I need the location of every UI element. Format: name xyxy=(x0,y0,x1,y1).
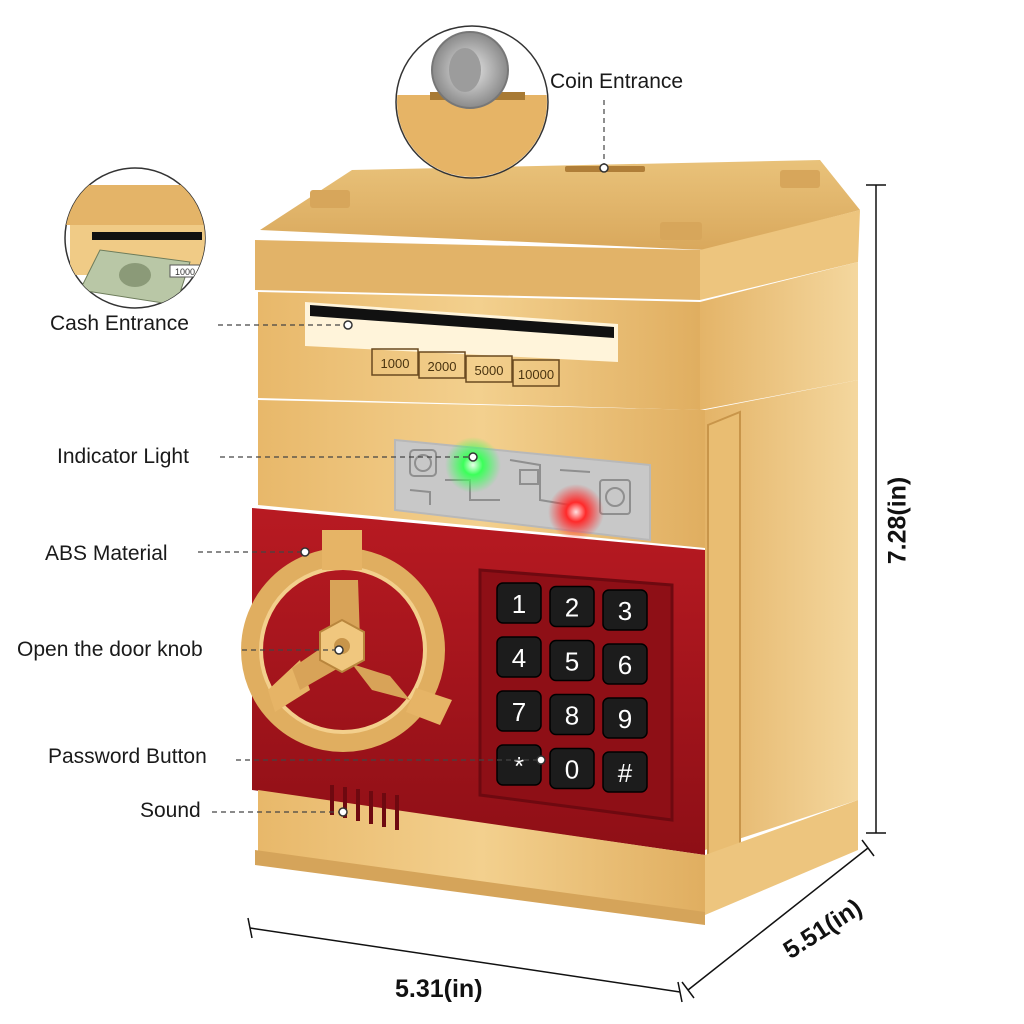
lid-stud xyxy=(660,222,702,240)
keypad-key-cap xyxy=(549,747,595,790)
keypad-key-cap xyxy=(602,697,648,739)
base-side xyxy=(705,800,858,915)
keypad-key-3[interactable]: 3 xyxy=(602,589,648,631)
keypad-key-star[interactable]: * xyxy=(496,744,542,786)
keypad-key-label: # xyxy=(618,758,633,788)
keypad-key-label: 6 xyxy=(618,650,632,680)
keypad-key-cap xyxy=(602,643,648,685)
green-led xyxy=(445,437,501,493)
middle-side xyxy=(705,380,858,850)
lid-stud xyxy=(310,190,350,208)
indicator-light-label: Indicator Light xyxy=(57,445,189,468)
lid-stud xyxy=(780,170,820,188)
denomination-label: 5000 xyxy=(475,363,504,378)
bill-label: 1000 xyxy=(175,267,195,277)
keypad-key-cap xyxy=(602,589,648,631)
width-dimension: 5.31(in) xyxy=(395,975,483,1003)
door-knob-label: Open the door knob xyxy=(17,638,203,661)
coin-entrance-label: Coin Entrance xyxy=(550,70,684,93)
leader-dots xyxy=(300,163,609,817)
door-seam xyxy=(707,410,741,892)
leader-lines xyxy=(198,100,605,813)
lid-side xyxy=(700,210,860,300)
denomination-labels: 1000 2000 5000 10000 xyxy=(371,348,560,387)
keypad-key-label: 0 xyxy=(565,755,579,785)
keypad-key-label: 4 xyxy=(512,643,526,673)
keypad-key-label: 7 xyxy=(512,697,526,727)
base-front xyxy=(255,850,705,925)
cash-slot-opening xyxy=(310,305,614,338)
keypad-key-6[interactable]: 6 xyxy=(602,643,648,685)
keypad-key-9[interactable]: 9 xyxy=(602,697,648,739)
lid-front xyxy=(255,240,700,300)
keypad-key-4[interactable]: 4 xyxy=(496,636,542,678)
keypad-key-cap xyxy=(496,744,542,786)
height-dimension: 7.28(in) xyxy=(883,476,912,565)
abs-material-label: ABS Material xyxy=(45,542,168,565)
keypad-key-label: 8 xyxy=(565,701,579,731)
dimension-lines xyxy=(247,184,886,1003)
keypad-key-0[interactable]: 0 xyxy=(549,747,595,790)
denomination-label: 10000 xyxy=(518,367,554,382)
keypad-key-cap xyxy=(496,690,542,732)
keypad-key-cap xyxy=(496,636,542,678)
keypad-key-label: 2 xyxy=(565,593,579,623)
denomination-label: 2000 xyxy=(428,359,457,374)
keypad-key-7[interactable]: 7 xyxy=(496,690,542,732)
upper-side xyxy=(700,262,858,410)
keypad: 1 2 3 4 5 6 7 8 9 * 0 # xyxy=(496,582,648,793)
keypad-key-label: * xyxy=(514,751,524,781)
keypad-key-8[interactable]: 8 xyxy=(549,693,595,736)
red-led xyxy=(548,484,604,540)
keypad-key-label: 9 xyxy=(618,704,632,734)
keypad-key-2[interactable]: 2 xyxy=(549,585,595,628)
keypad-key-5[interactable]: 5 xyxy=(549,639,595,682)
keypad-key-cap xyxy=(496,582,542,624)
keypad-key-cap xyxy=(549,585,595,628)
keypad-key-cap xyxy=(602,751,648,793)
keypad-key-1[interactable]: 1 xyxy=(496,582,542,624)
sound-label: Sound xyxy=(140,799,201,822)
denomination-label: 1000 xyxy=(381,356,410,371)
coin-inset xyxy=(395,25,549,179)
cash-entrance-label: Cash Entrance xyxy=(50,312,189,335)
keypad-key-label: 5 xyxy=(565,647,579,677)
cash-inset: 1000 xyxy=(64,167,206,309)
keypad-key-label: 3 xyxy=(618,596,632,626)
keypad-key-label: 1 xyxy=(512,589,526,619)
keypad-key-hash[interactable]: # xyxy=(602,751,648,793)
password-button-label: Password Button xyxy=(48,745,207,768)
keypad-key-cap xyxy=(549,639,595,682)
keypad-key-cap xyxy=(549,693,595,736)
lid-top xyxy=(260,160,860,250)
